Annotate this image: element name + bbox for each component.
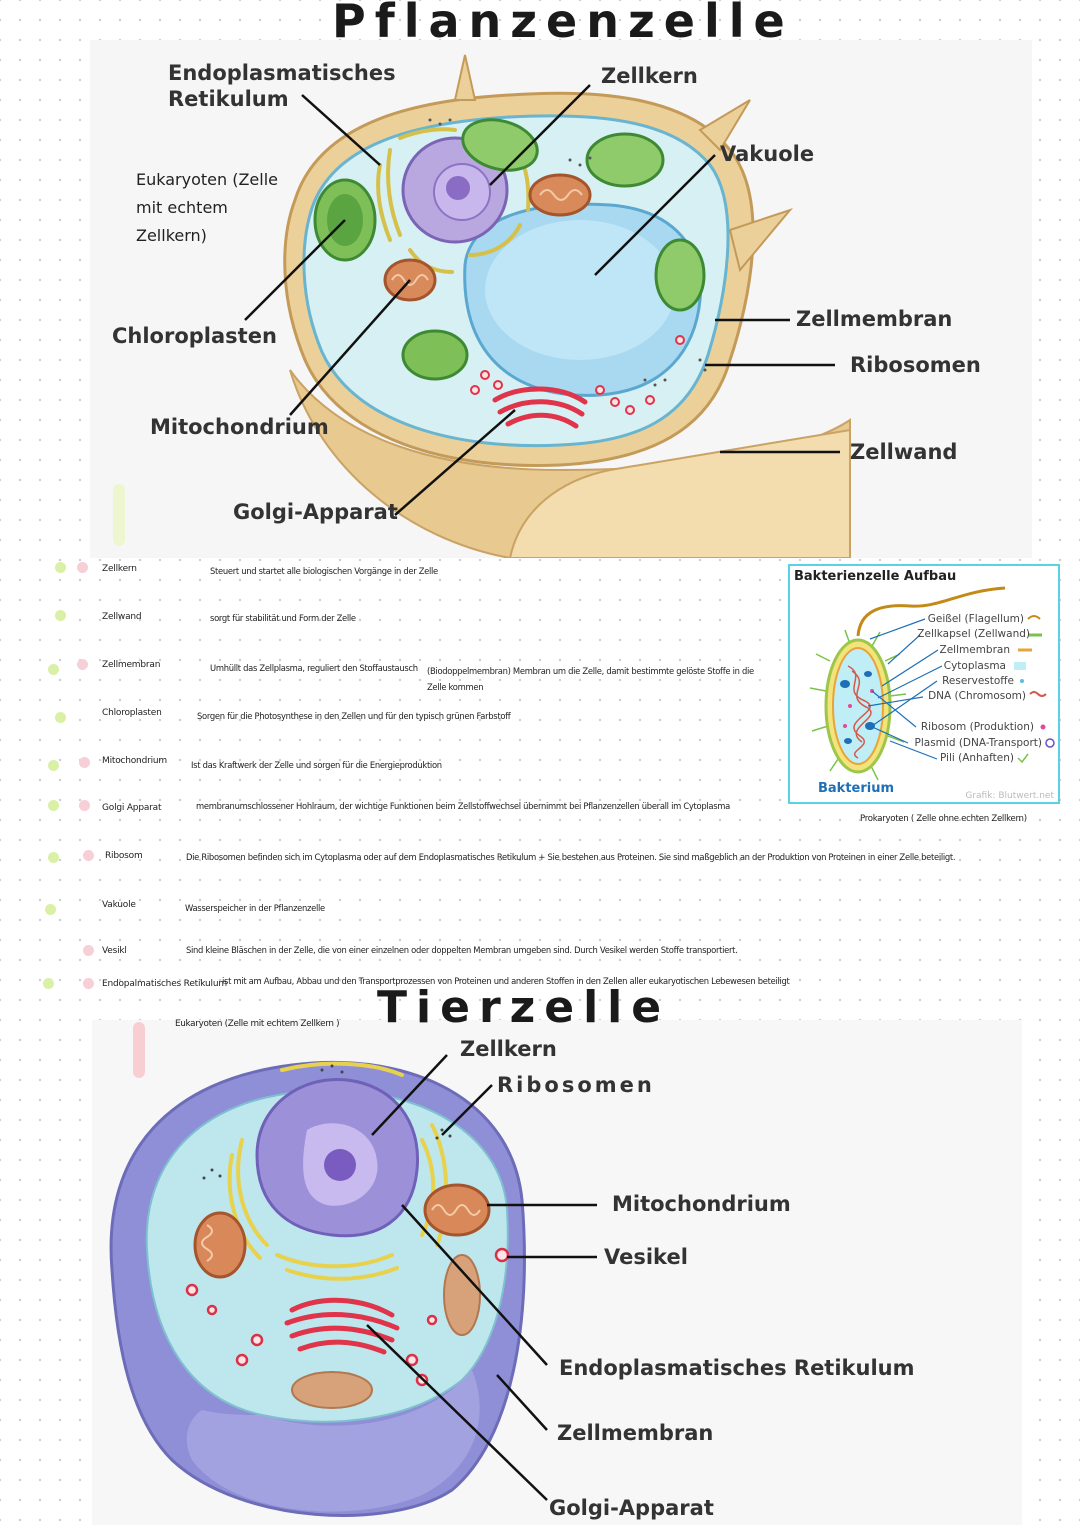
prokaryote-note: Prokaryoten ( Zelle ohne echten Zellkern…	[860, 814, 1027, 824]
marker-dot	[77, 562, 88, 573]
bacteria-name: Bakterium	[818, 781, 895, 796]
glossary-definition: Sorgen für die Photosynthese in den Zell…	[197, 711, 511, 721]
animal-label-ribosome: Ribosomen	[497, 1073, 655, 1097]
marker-dot	[79, 800, 90, 811]
animal-cell-title: Tierzelle	[377, 982, 671, 1033]
plant-cell-panel	[90, 40, 1032, 558]
plant-eukaryote-note: Eukaryoten (Zelle mit echtem Zellkern)	[136, 170, 278, 245]
bacteria-label: Plasmid (DNA-Transport)	[914, 737, 1042, 749]
animal-label-mitochondrion: Mitochondrium	[612, 1192, 791, 1216]
marker-dot	[83, 850, 94, 861]
marker-dot	[83, 945, 94, 956]
marker-dot	[55, 610, 66, 621]
marker-dot	[79, 757, 90, 768]
bacteria-label: Geißel (Flagellum)	[927, 613, 1024, 625]
plant-label-chloroplast: Chloroplasten	[112, 324, 277, 348]
bacteria-label: DNA (Chromosom)	[928, 690, 1026, 702]
bacteria-label: Reservestoffe	[942, 675, 1014, 687]
bacteria-credit: Grafik: Blutwert.net	[965, 791, 1054, 801]
plant-label-er: Endoplasmatisches Retikulum	[168, 61, 396, 111]
bacteria-illustration	[809, 586, 1055, 781]
glossary-definition: sorgt für stabilität und Form der Zelle	[210, 613, 356, 623]
bacteria-label: Pili (Anhaften)	[939, 752, 1014, 764]
bacteria-label: Zellkapsel (Zellwand)	[917, 628, 1030, 640]
glossary-definition: Sind kleine Bläschen in der Zelle, die v…	[186, 945, 738, 955]
bacteria-title: Bakterienzelle Aufbau	[794, 569, 957, 584]
bacteria-label: Zellmembran	[939, 644, 1010, 656]
marker-dot	[48, 800, 59, 811]
glossary-definition: Wasserspeicher in der Pflanzenzelle	[185, 903, 325, 913]
glossary-definition: Umhüllt das Zellplasma, reguliert den St…	[210, 663, 418, 673]
marker-dot	[45, 904, 56, 915]
animal-label-vesicle: Vesikel	[604, 1245, 688, 1269]
glossary-term: Zellmembran	[102, 660, 161, 670]
glossary-term: Zellwand	[102, 612, 142, 622]
glossary-term: Chloroplasten	[102, 708, 162, 718]
plant-label-golgi: Golgi-Apparat	[233, 500, 398, 524]
marker-dot	[55, 712, 66, 723]
plant-label-vacuole: Vakuole	[720, 142, 815, 166]
animal-cell-panel	[92, 1020, 1022, 1525]
glossary-term: Zellkern	[102, 564, 137, 574]
marker-dot	[77, 659, 88, 670]
plant-cell-illustration	[244, 54, 851, 558]
plant-label-nucleus: Zellkern	[601, 64, 698, 88]
plant-label-wall: Zellwand	[850, 440, 958, 464]
glossary-term: Endopalmatisches Retikulum	[102, 979, 227, 989]
marker-dot	[43, 978, 54, 989]
plant-label-membrane: Zellmembran	[796, 307, 953, 331]
animal-label-membrane: Zellmembran	[557, 1421, 714, 1445]
animal-cell-illustration	[109, 1054, 597, 1517]
glossary-definition: ist mit am Aufbau, Abbau und den Transpo…	[222, 976, 790, 986]
marker-dot	[83, 978, 94, 989]
plant-cell-title: Pflanzenzelle	[332, 0, 794, 48]
glossary-definition: Ist das Kraftwerk der Zelle und sorgen f…	[191, 760, 442, 770]
glossary-term: Golgi Apparat	[102, 803, 162, 813]
plant-label-ribosome: Ribosomen	[850, 353, 981, 377]
glossary-term: Vakuole	[102, 900, 136, 910]
glossary-term: Vesikl	[102, 946, 127, 956]
glossary-definition: Steuert und startet alle biologischen Vo…	[210, 566, 438, 576]
animal-label-nucleus: Zellkern	[460, 1037, 557, 1061]
bacteria-label: Ribosom (Produktion)	[920, 721, 1034, 733]
glossary-definition: Die Ribosomen befinden sich im Cytoplasm…	[186, 852, 956, 862]
glossary-definition-extra: (Biodoppelmembran) Membran um die Zelle,…	[427, 666, 754, 692]
marker-dot	[48, 760, 59, 771]
animal-label-golgi: Golgi-Apparat	[549, 1496, 714, 1520]
glossary-term: Mitochondrium	[102, 756, 167, 766]
marker-dot	[48, 664, 59, 675]
marker-dot	[48, 852, 59, 863]
animal-eukaryote-note: Eukaryoten (Zelle mit echtem Zellkern )	[175, 1019, 340, 1029]
glossary-term: Ribosom	[105, 851, 143, 861]
bacteria-diagram-box: Bakterienzelle Aufbau	[788, 564, 1060, 804]
glossary-definition: membranumschlossener Hohlraum, der wicht…	[196, 801, 730, 811]
marker-dot	[55, 562, 66, 573]
highlight-marker-green	[113, 484, 125, 546]
bacteria-label: Cytoplasma	[943, 660, 1006, 672]
highlight-marker-pink	[133, 1022, 145, 1078]
plant-label-mitochondrion: Mitochondrium	[150, 415, 329, 439]
animal-label-er: Endoplasmatisches Retikulum	[559, 1356, 915, 1380]
